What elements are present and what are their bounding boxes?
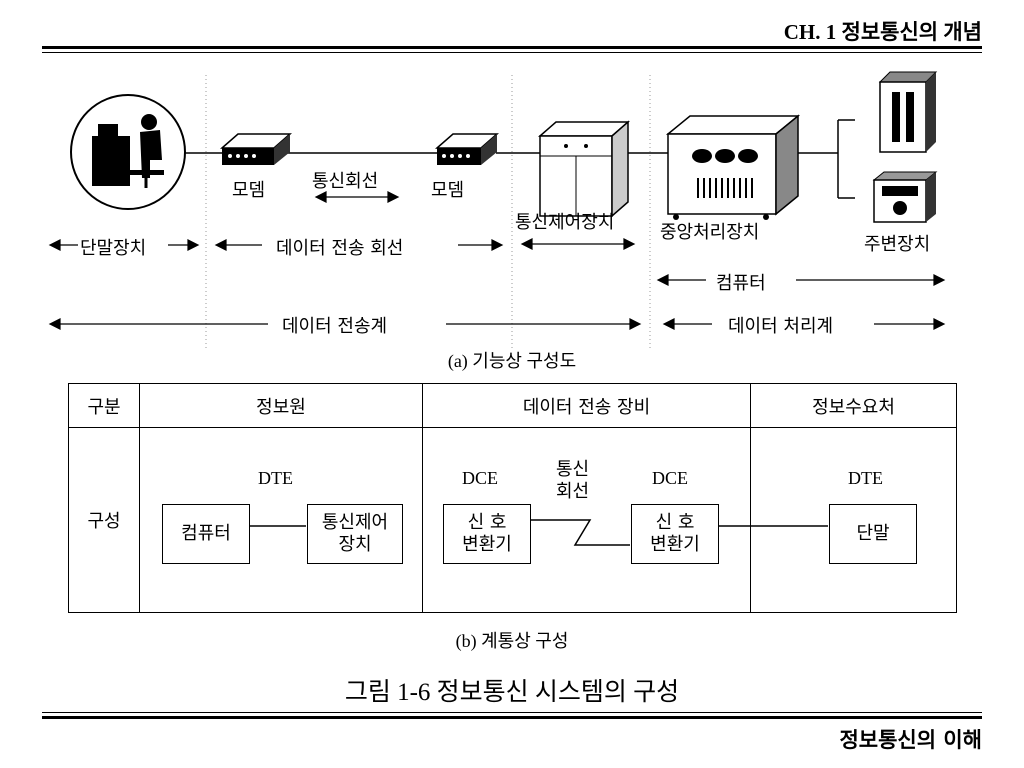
terminal-operator-icon	[70, 94, 186, 210]
modem-left-icon	[220, 133, 292, 165]
header-row: 구분 정보원 데이터 전송 장비 정보수요처	[68, 383, 957, 428]
modem-right-icon	[435, 133, 499, 165]
modem-right-label: 모뎀	[431, 180, 465, 201]
cpu-icon	[665, 114, 801, 220]
modem-left-label: 모뎀	[232, 180, 266, 201]
logical-caption: (b) 계통상 구성	[455, 631, 569, 651]
composition-row: 구성	[68, 427, 957, 613]
comm-controller-icon	[538, 120, 630, 218]
source-cell	[139, 427, 423, 613]
transmission-cell	[422, 427, 751, 613]
transmission-system-label: 데이터 전송계	[282, 316, 388, 337]
peripheral-disk-icon	[872, 171, 938, 223]
data-line-label: 데이터 전송 회선	[276, 238, 404, 259]
line-label: 통신회선	[312, 171, 379, 192]
terminal-label: 단말장치	[80, 238, 147, 259]
transmission-system-arrow	[48, 318, 642, 330]
line-double-arrow	[314, 191, 400, 203]
header-source: 정보원	[139, 383, 423, 428]
peripheral-label: 주변장치	[864, 234, 931, 255]
cpu-label: 중앙처리장치	[660, 222, 760, 243]
logical-table: 구분 정보원 데이터 전송 장비 정보수요처 구성	[68, 383, 957, 613]
comm-controller-label: 통신제어장치	[515, 212, 615, 233]
peripheral-tower-icon	[878, 71, 938, 153]
sink-cell	[750, 427, 957, 613]
figure-caption: 그림 1-6 정보통신 시스템의 구성	[344, 679, 680, 706]
terminal-arrow	[48, 239, 200, 251]
functional-caption: (a) 기능상 구성도	[447, 351, 577, 371]
header-sink: 정보수요처	[750, 383, 957, 428]
processing-system-label: 데이터 처리계	[728, 316, 834, 337]
book-title: 정보통신의 이해	[839, 728, 982, 752]
footer-rule-thick	[42, 716, 982, 719]
row-label: 구성	[68, 427, 140, 613]
chapter-title: CH. 1 정보통신의 개념	[783, 20, 982, 44]
header-transmission: 데이터 전송 장비	[422, 383, 751, 428]
functional-diagram	[48, 71, 946, 350]
controller-double-arrow	[520, 238, 636, 250]
footer-rule-thin	[42, 712, 982, 713]
header-category: 구분	[68, 383, 140, 428]
computer-arrow	[656, 274, 946, 286]
data-line-arrow	[214, 239, 504, 251]
header-rule-thick	[42, 46, 982, 49]
header-rule-thin	[42, 52, 982, 53]
connection-line	[185, 119, 855, 199]
computer-label: 컴퓨터	[716, 273, 766, 294]
processing-system-arrow	[662, 318, 946, 330]
